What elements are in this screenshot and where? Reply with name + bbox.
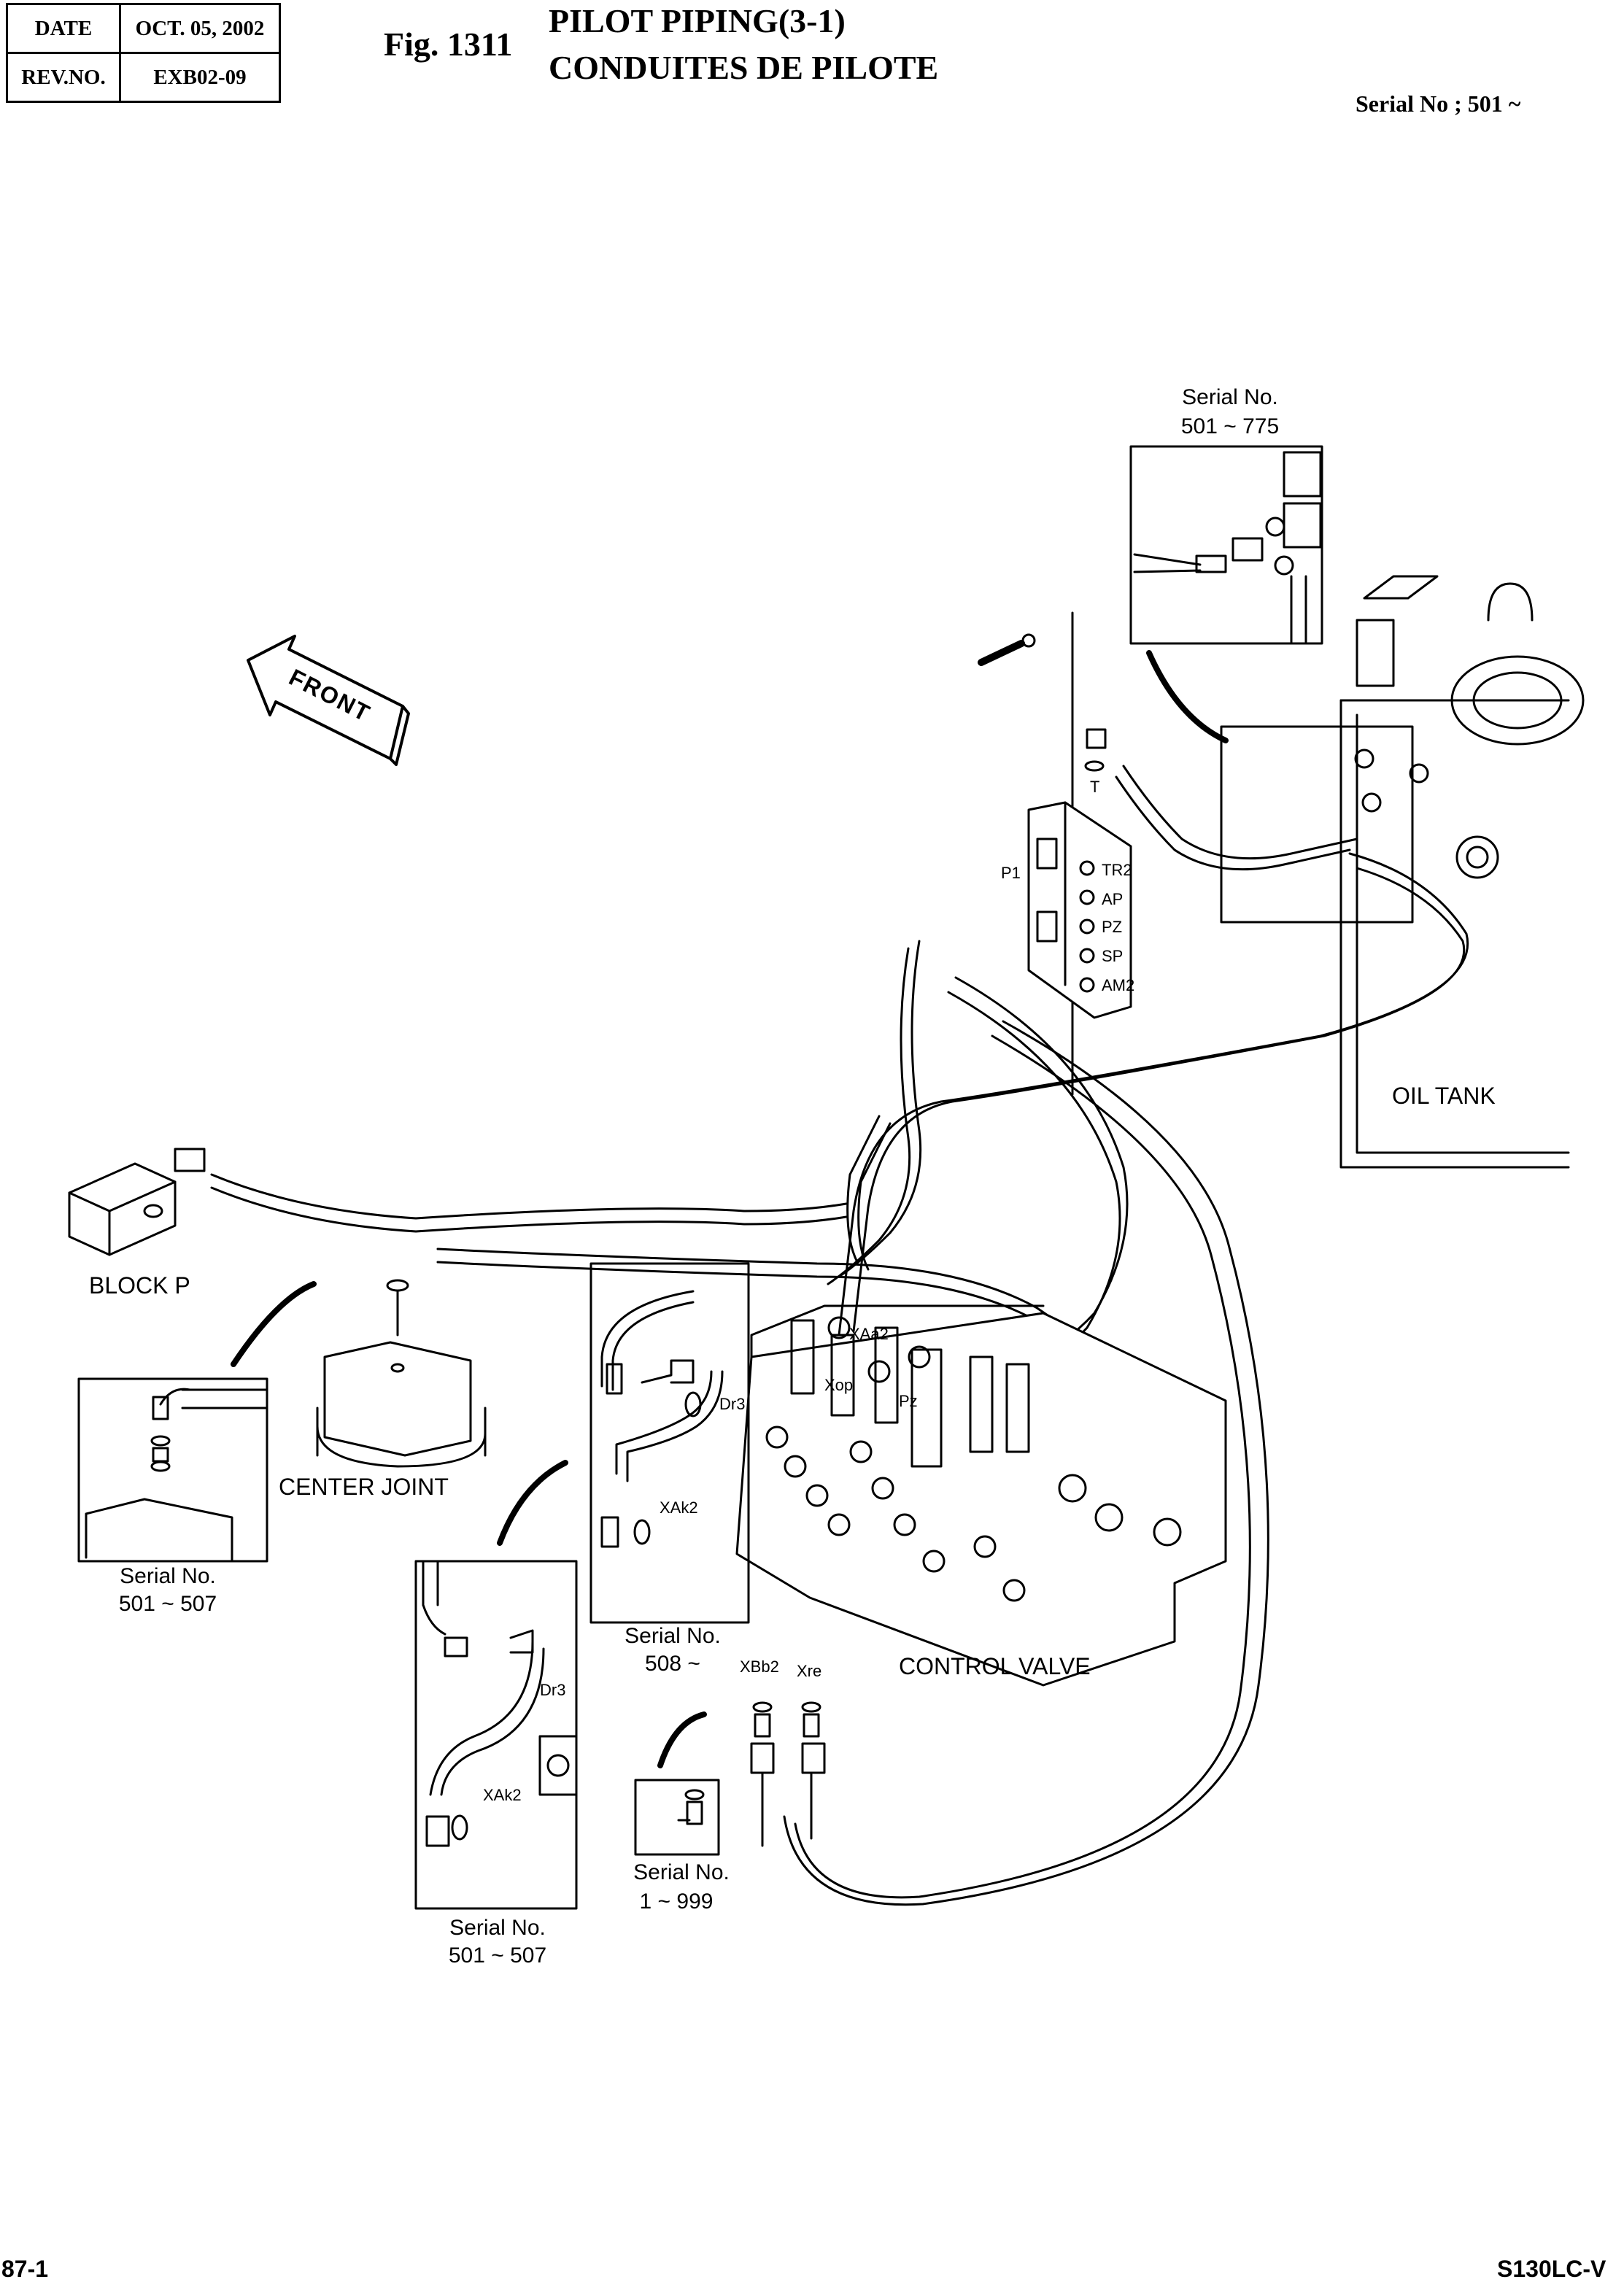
callout-arrow xyxy=(497,1460,568,1546)
port-xak2-a: XAk2 xyxy=(660,1498,698,1517)
valve-serial-title: Serial No. xyxy=(625,1624,721,1648)
lower-serial-range: 501 ~ 507 xyxy=(448,1943,547,1968)
block-p xyxy=(68,1148,206,1256)
valve-inset-hoses xyxy=(600,1290,724,1548)
port-xaa2: XAa2 xyxy=(849,1325,889,1343)
center-joint xyxy=(316,1279,487,1468)
pilot-manifold xyxy=(1027,801,1132,1019)
port-ap: AP xyxy=(1102,890,1124,908)
port-t: T xyxy=(1090,778,1100,796)
port-xak2-b: XAk2 xyxy=(483,1786,522,1804)
valve-serial-range: 508 ~ xyxy=(645,1652,700,1676)
port-pz-valve: Pz xyxy=(899,1392,918,1410)
port-xop: Xop xyxy=(824,1376,854,1394)
port-tr2: TR2 xyxy=(1102,861,1132,879)
date-value: OCT. 05, 2002 xyxy=(119,3,281,54)
center-joint-label: CENTER JOINT xyxy=(279,1474,449,1500)
control-valve xyxy=(735,1304,1227,1687)
center-serial-range: 501 ~ 507 xyxy=(118,1592,217,1616)
date-label: DATE xyxy=(6,3,121,54)
lower-inset-frame xyxy=(414,1560,578,1910)
serial-range: Serial No ; 501 ~ xyxy=(1356,90,1521,117)
tank-inset-fittings xyxy=(1133,451,1322,643)
model-number: S130LC-V xyxy=(1497,2256,1606,2282)
port-dr3-a: Dr3 xyxy=(719,1395,746,1413)
tank-serial-range: 501 ~ 775 xyxy=(1180,414,1280,438)
figure-number: Fig. 1311 xyxy=(384,26,513,63)
revision-table: DATE OCT. 05, 2002 REV.NO. EXB02-09 xyxy=(6,3,281,103)
front-arrow-icon xyxy=(247,635,410,766)
fitting-serial-title: Serial No. xyxy=(633,1860,730,1884)
fitting-serial-range: 1 ~ 999 xyxy=(639,1889,714,1914)
title-english: PILOT PIPING(3-1) xyxy=(549,2,846,39)
port-p1: P1 xyxy=(1001,864,1021,882)
rev-label: REV.NO. xyxy=(6,52,121,103)
lower-serial-title: Serial No. xyxy=(449,1916,546,1940)
title-french: CONDUITES DE PILOTE xyxy=(549,49,939,86)
fitting-inset-frame xyxy=(634,1779,720,1856)
lower-inset-hoses xyxy=(422,1560,578,1847)
port-xre: Xre xyxy=(797,1662,822,1680)
callout-arrow xyxy=(1146,650,1229,743)
callout-arrow xyxy=(231,1281,317,1367)
valve-inset-frame xyxy=(589,1262,750,1624)
port-xbb2: XBb2 xyxy=(740,1657,779,1676)
tank-connection-frame xyxy=(1220,725,1414,924)
callout-arrow xyxy=(657,1711,707,1768)
page-number: 87-1 xyxy=(1,2256,49,2282)
port-am2: AM2 xyxy=(1102,976,1135,994)
center-inset-fittings xyxy=(85,1388,268,1563)
port-pz: PZ xyxy=(1102,918,1123,936)
center-serial-title: Serial No. xyxy=(120,1564,216,1588)
control-valve-label: CONTROL VALVE xyxy=(899,1653,1091,1679)
oil-tank xyxy=(1339,575,1585,1169)
bottom-fittings xyxy=(750,1701,826,1847)
rev-value: EXB02-09 xyxy=(119,52,281,103)
port-sp: SP xyxy=(1102,947,1124,965)
block-p-label: BLOCK P xyxy=(89,1272,190,1299)
tank-inset-frame xyxy=(1129,445,1323,645)
port-dr3-b: Dr3 xyxy=(540,1681,566,1699)
fitting-inset-part xyxy=(677,1789,705,1825)
tank-serial-title: Serial No. xyxy=(1182,385,1278,409)
oil-tank-label: OIL TANK xyxy=(1392,1083,1496,1109)
center-inset-frame xyxy=(77,1377,268,1563)
